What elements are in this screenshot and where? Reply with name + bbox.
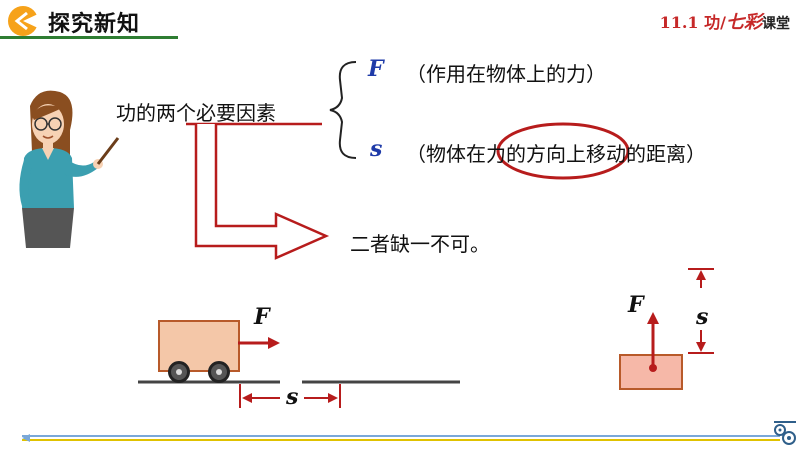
box-force-arrow (647, 312, 659, 372)
cart-force-arrow (238, 337, 280, 349)
box-body (619, 354, 683, 390)
box-force-label: F (628, 292, 644, 318)
conclusion-text: 二者缺一不可。 (350, 232, 490, 256)
factor-f-symbol: F (368, 56, 384, 82)
bottom-timeline-bar (22, 434, 780, 442)
lesson-topic: 功/ (704, 13, 726, 32)
brand-suffix: 课堂 (762, 16, 790, 32)
lesson-label: 11.1 功/七彩课堂 (660, 8, 790, 34)
factor-s-description: （物体在力的方向上移动的距离） (406, 138, 706, 167)
box-distance-label: s (696, 304, 709, 330)
factor-s-desc-before: （物体在 (406, 142, 486, 166)
factor-s-symbol: s (370, 136, 383, 162)
factor-s-desc-highlight: 力的方向上 (486, 142, 586, 166)
brand-logo-text: 七彩 (726, 12, 762, 33)
header-underline (0, 36, 178, 39)
film-reel-icon[interactable] (772, 418, 798, 446)
section-title: 探究新知 (48, 12, 141, 37)
factor-s-desc-after: 移动的距离） (586, 142, 706, 166)
factor-f-description: （作用在物体上的力） (406, 62, 606, 86)
cart-wheel-left (168, 361, 190, 383)
lesson-number: 11.1 (659, 13, 699, 32)
cart-wheel-right (208, 361, 230, 383)
box-distance-marker (688, 268, 714, 354)
cart-force-label: F (254, 304, 270, 330)
header-icon (6, 4, 40, 38)
teacher-illustration (8, 86, 120, 250)
concept-main: 功的两个必要因素 (116, 101, 276, 125)
cart-distance-label: s (286, 384, 299, 410)
